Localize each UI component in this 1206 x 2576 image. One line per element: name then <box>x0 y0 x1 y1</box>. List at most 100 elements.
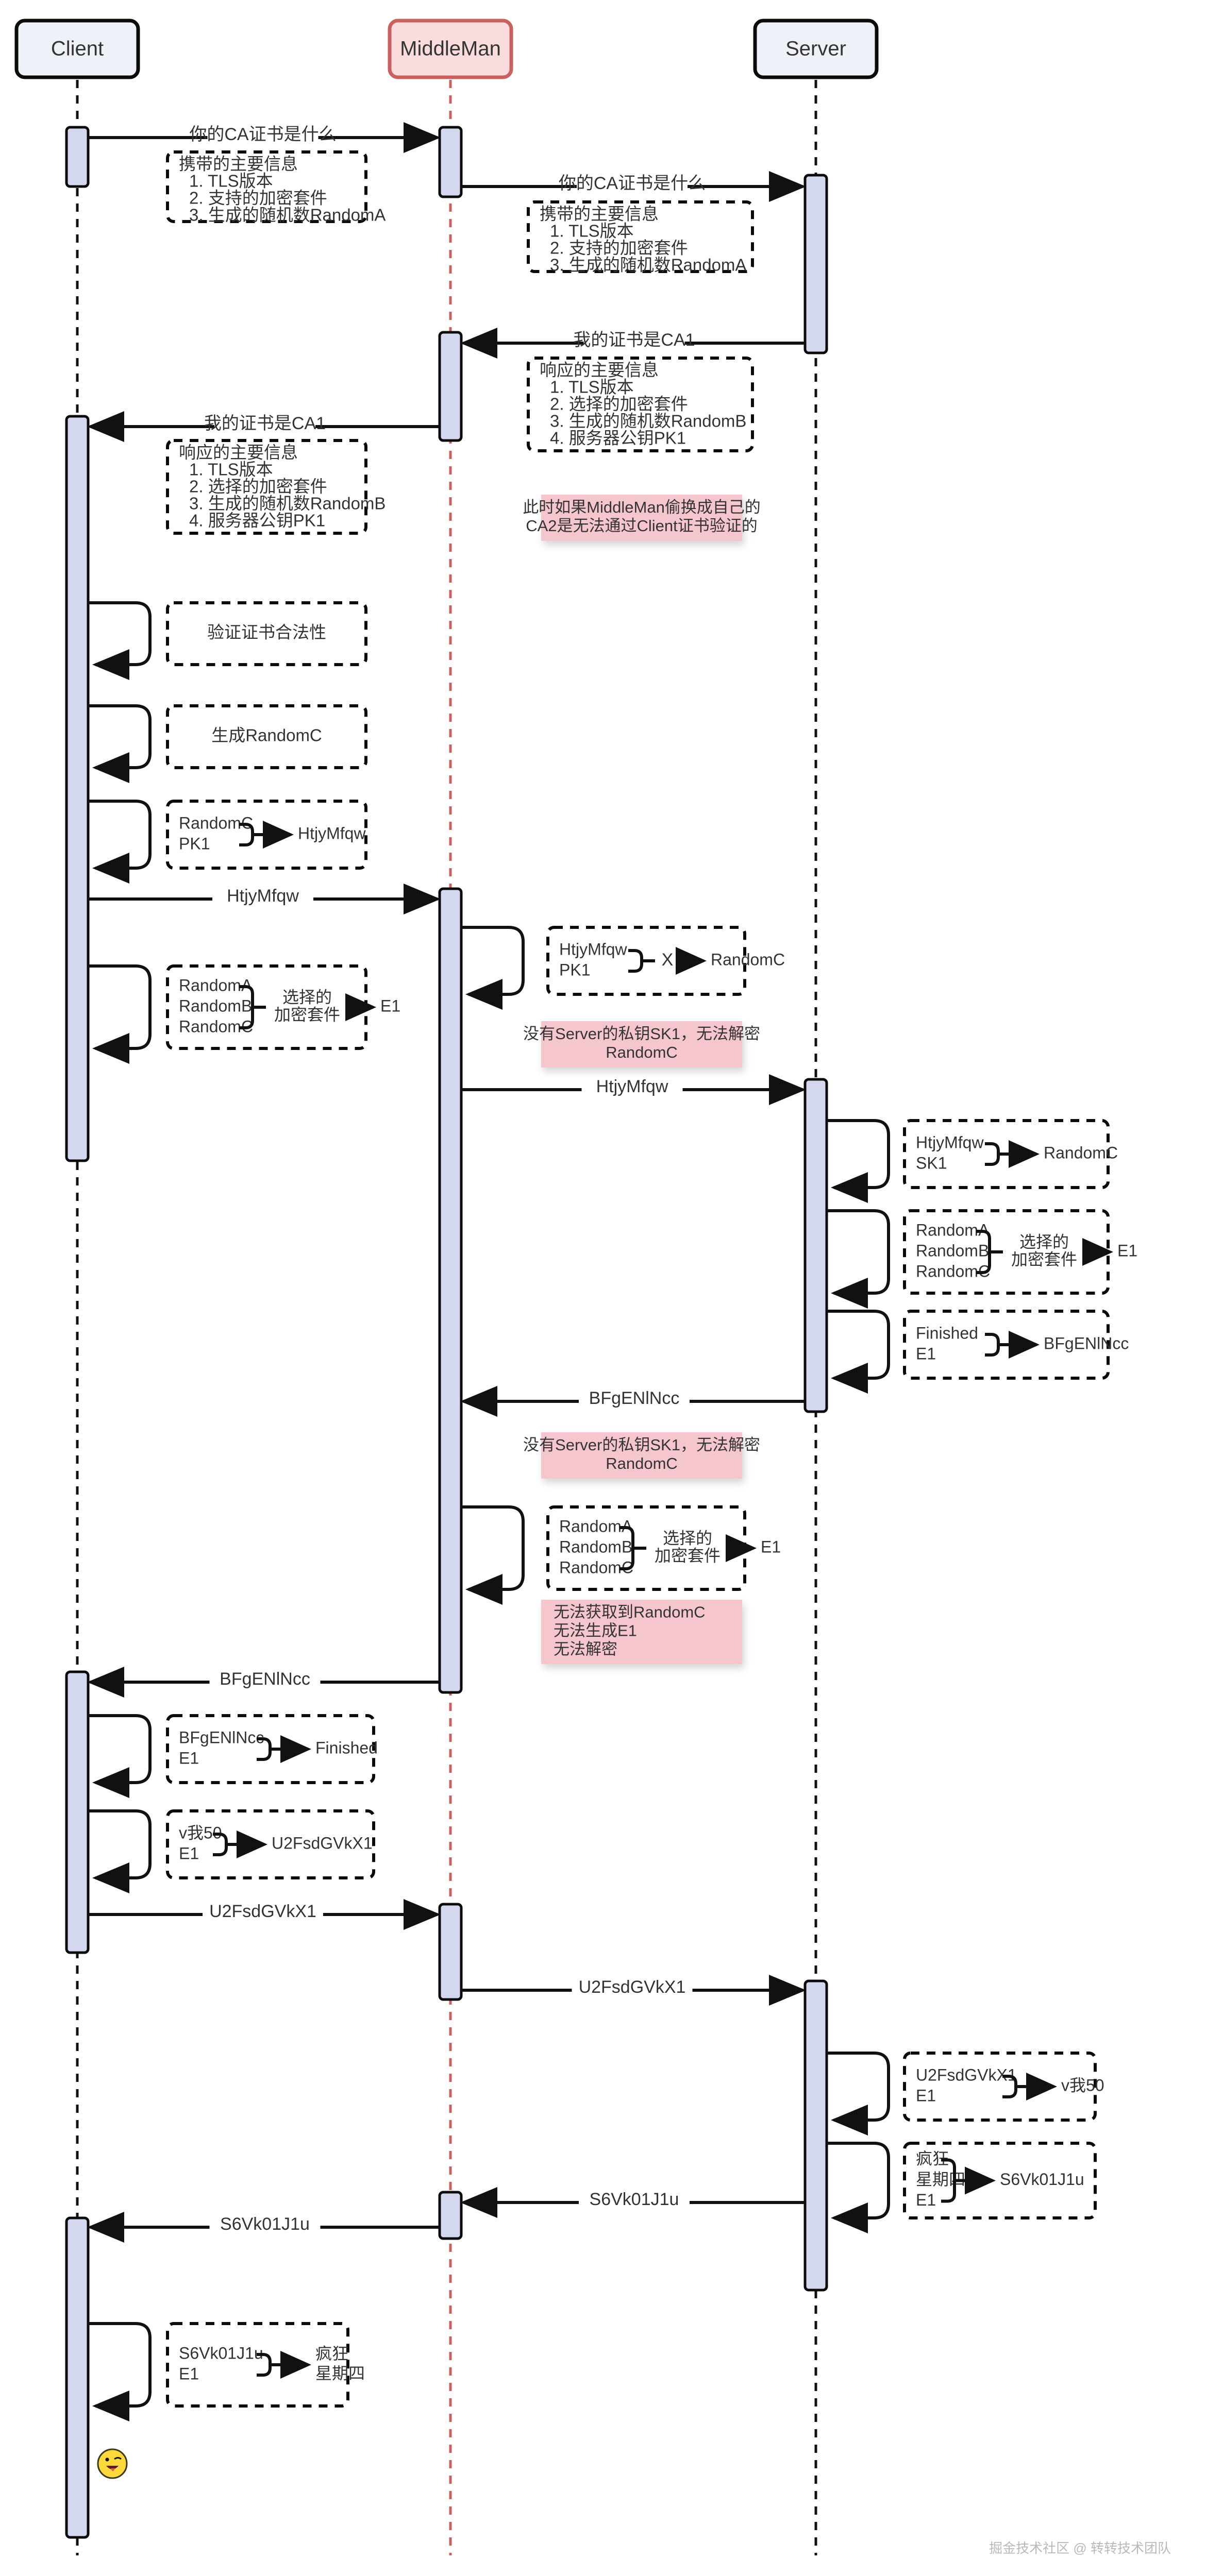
actor-label-client: Client <box>51 38 104 60</box>
extras-layer: 掘金技术社区 @ 转转技术团队 <box>97 2448 1171 2556</box>
note-heading: 携带的主要信息 <box>540 205 659 224</box>
crypto-input: E1 <box>916 2191 936 2209</box>
warning-line: 无法获取到RandomC <box>554 1603 706 1621</box>
crypto-input: PK1 <box>179 834 210 853</box>
crypto-output: E1 <box>380 996 400 1015</box>
crypto-input: RandomB <box>179 996 252 1015</box>
crypto-output: 疯狂 <box>315 2344 348 2363</box>
self-loop-client-10 <box>88 1809 152 1893</box>
note-item: 2. 支持的加密套件 <box>189 189 327 208</box>
crypto-op: 选择的 <box>1019 1232 1069 1251</box>
warning-line: RandomC <box>606 1043 678 1061</box>
messages-layer: 你的CA证书是什么你的CA证书是什么我的证书是CA1我的证书是CA1HtjyMf… <box>87 122 806 2243</box>
note-text: 验证证书合法性 <box>207 623 326 642</box>
crypto-op: 加密套件 <box>655 1546 721 1565</box>
note-heading: 响应的主要信息 <box>179 443 298 462</box>
crypto-output: E1 <box>1117 1241 1137 1260</box>
activation-bar-client-7 <box>65 1670 90 1954</box>
message-label-7: BFgENlNcc <box>220 1669 310 1689</box>
crypto-output: RandomC <box>1044 1143 1118 1162</box>
self-loop-client-1 <box>88 704 152 783</box>
actor-box-middleman[interactable]: MiddleMan <box>388 19 513 79</box>
warnings-layer: 此时如果MiddleMan偷换成自己的CA2是无法通过Client证书验证的没有… <box>523 495 761 1664</box>
footer-watermark: 掘金技术社区 @ 转转技术团队 <box>989 2540 1171 2556</box>
self-loop-client-4 <box>88 964 152 1064</box>
actor-box-server[interactable]: Server <box>753 19 879 79</box>
crypto-output: BFgENlNcc <box>1044 1334 1129 1352</box>
actor-label-server: Server <box>785 38 846 60</box>
crypto-input: PK1 <box>559 960 590 979</box>
actor-boxes-layer: Client MiddleMan Server <box>14 19 879 79</box>
activation-bar-middleman-1 <box>438 126 463 198</box>
crypto-input: E1 <box>916 1344 936 1363</box>
self-loop-server-5 <box>827 1119 890 1203</box>
self-loop-client-9 <box>88 1714 152 1798</box>
message-label-2: 我的证书是CA1 <box>573 330 695 350</box>
note-item: 1. TLS版本 <box>550 222 634 241</box>
self-loop-server-12 <box>827 2142 890 2233</box>
activation-bar-server-6 <box>803 1078 828 1413</box>
crypto-input: E1 <box>179 1749 199 1767</box>
activation-bar-client-4 <box>65 415 90 1162</box>
self-loop-server-11 <box>827 2052 890 2136</box>
crypto-input: RandomB <box>916 1241 989 1260</box>
self-loop-server-7 <box>827 1310 890 1394</box>
self-loop-server-6 <box>827 1209 890 1309</box>
warning-line: CA2是无法通过Client证书验证的 <box>526 517 758 535</box>
warning-line: 没有Server的私钥SK1，无法解密 <box>523 1025 760 1043</box>
crypto-input: E1 <box>179 1844 199 1862</box>
crypto-output: E1 <box>761 1537 781 1556</box>
crypto-input: U2FsdGVkX1 <box>916 2065 1017 2084</box>
crypto-output: U2FsdGVkX1 <box>272 1834 373 1852</box>
message-label-0: 你的CA证书是什么 <box>189 125 336 144</box>
crypto-input: SK1 <box>916 1154 947 1172</box>
crypto-input: RandomB <box>559 1537 632 1556</box>
note-item: 2. 选择的加密套件 <box>550 395 688 414</box>
self-loops-layer <box>88 601 890 2421</box>
message-label-1: 你的CA证书是什么 <box>559 174 706 193</box>
note-item: 1. TLS版本 <box>550 378 634 397</box>
crypto-op: 加密套件 <box>274 1005 340 1024</box>
crypto-input: Finished <box>916 1324 978 1342</box>
activation-bar-middleman-5 <box>438 887 463 1694</box>
activation-bar-client-0 <box>65 126 90 188</box>
message-label-8: U2FsdGVkX1 <box>209 1902 316 1921</box>
crypto-output: v我50 <box>1061 2076 1104 2094</box>
self-loop-client-2 <box>88 800 152 884</box>
activation-bar-server-9 <box>803 1979 828 2292</box>
crypto-input: S6Vk01J1u <box>179 2344 263 2362</box>
message-label-10: S6Vk01J1u <box>590 2190 679 2209</box>
crypto-output: Finished <box>315 1738 378 1757</box>
self-loop-client-13 <box>88 2322 152 2421</box>
message-label-3: 我的证书是CA1 <box>204 414 326 433</box>
note-item: 3. 生成的随机数RandomA <box>550 256 746 275</box>
actor-box-client[interactable]: Client <box>14 19 140 79</box>
activation-bar-middleman-10 <box>438 2191 463 2240</box>
note-item: 3. 生成的随机数RandomA <box>189 206 386 225</box>
crypto-op: 加密套件 <box>1011 1250 1077 1268</box>
warning-line: RandomC <box>606 1454 678 1472</box>
note-item: 4. 服务器公钥PK1 <box>189 511 325 530</box>
note-heading: 携带的主要信息 <box>179 155 298 174</box>
note-item: 3. 生成的随机数RandomB <box>189 494 386 513</box>
message-label-11: S6Vk01J1u <box>220 2214 310 2234</box>
crypto-input: BFgENlNcc <box>179 1728 264 1747</box>
